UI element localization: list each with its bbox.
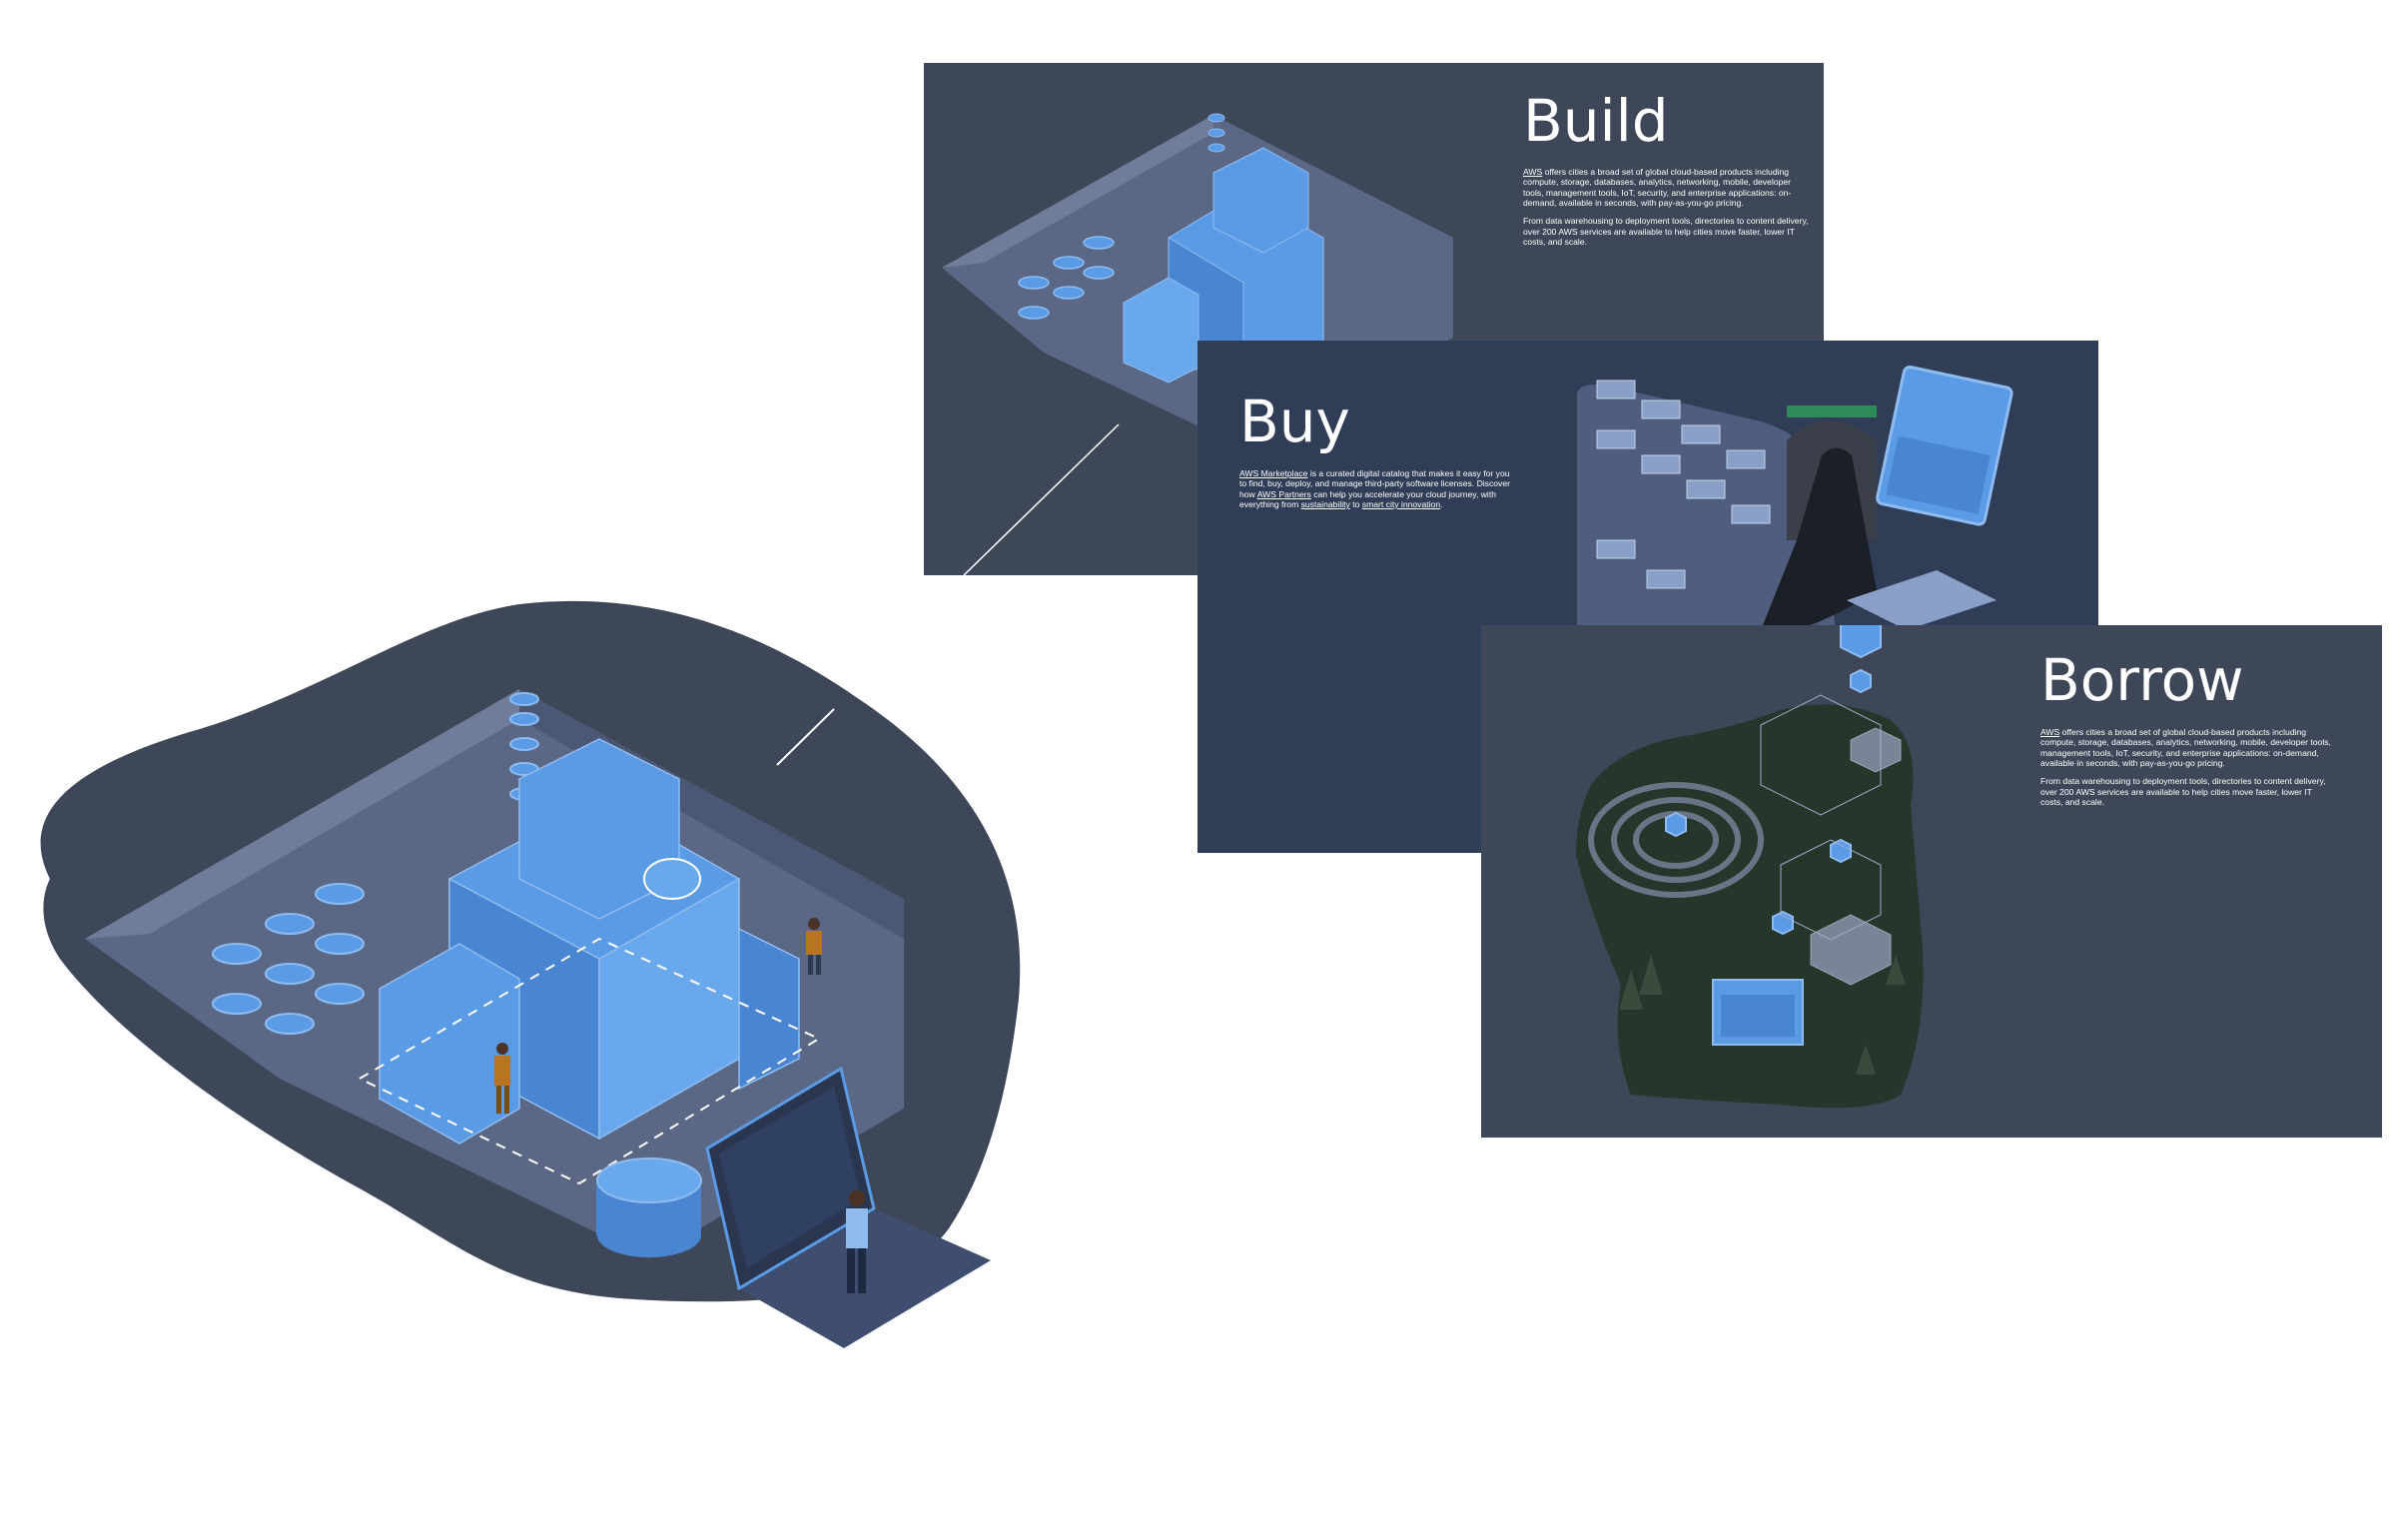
buy-description: AWS Marketplace is a curated digital cat… [1239,468,1510,509]
maze-icon [1588,782,1764,898]
worker-person-icon-2 [806,918,822,975]
build-description: AWS offers cities a broad set of global … [1523,167,1809,247]
satellite-dish-icon [643,858,701,900]
aws-partners-link[interactable]: AWS Partners [1256,488,1311,499]
worker-person-icon [494,1043,510,1114]
room-back-wall [85,689,519,939]
smart-city-innovation-link[interactable]: smart city innovation [1361,498,1441,509]
sustainability-link[interactable]: sustainability [1300,498,1350,509]
storage-tank-icon [596,1157,702,1257]
database-icon [212,883,365,1035]
borrow-description: AWS offers cities a broad set of global … [2040,727,2331,807]
connector-line [776,708,835,766]
borrow-title: Borrow [2040,646,2244,714]
aws-link[interactable]: AWS [2040,727,2060,737]
isometric-data-center-illustration [40,600,1021,1348]
dashed-zone-outline [357,937,822,1185]
borrow-illustration [1576,625,1924,1109]
build-title: Build [1523,87,1669,155]
forest-ground [1576,704,1924,1109]
aws-link[interactable]: AWS [1523,167,1543,177]
borrow-panel: Borrow AWS offers cities a broad set of … [1481,625,2382,1138]
tree-icon [1619,955,1906,1075]
buy-illustration [1576,365,2013,640]
aws-marketplace-link[interactable]: AWS Marketplace [1239,468,1308,478]
buy-title: Buy [1239,387,1350,455]
tablet-icon [1876,365,2013,526]
person-icon [846,1190,868,1293]
